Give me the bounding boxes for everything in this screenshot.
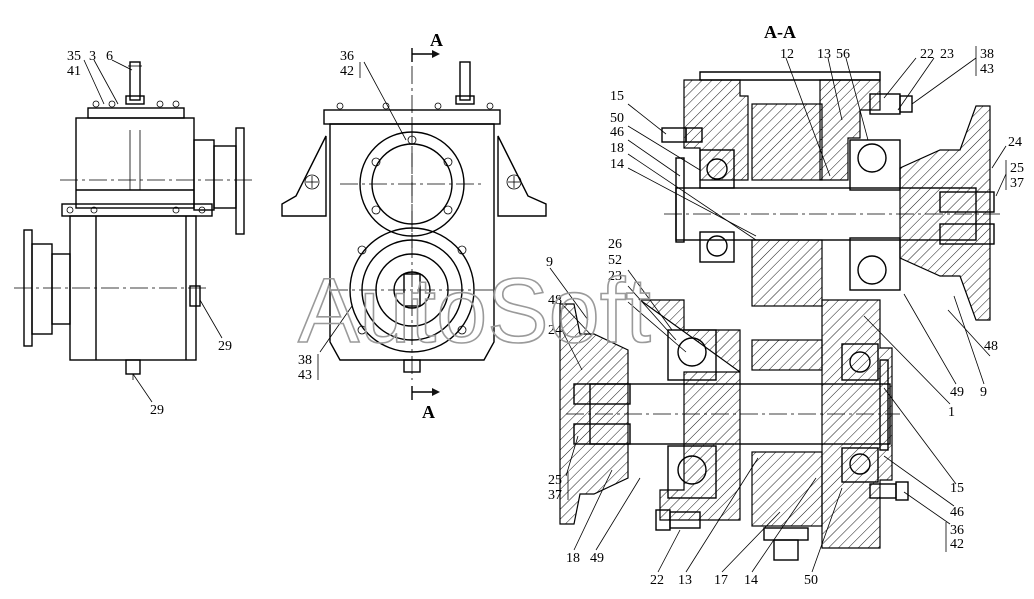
label-41: 41 — [67, 64, 81, 79]
label-18b: 18 — [566, 551, 580, 566]
label-50b: 50 — [804, 573, 818, 588]
label-38b: 38 — [980, 47, 994, 62]
label-24a: 24 — [1008, 135, 1022, 150]
label-23b: 23 — [608, 269, 622, 284]
label-50a: 50 — [610, 111, 624, 126]
label-52: 52 — [608, 253, 622, 268]
section-mark-bottom: A — [422, 402, 435, 422]
label-22a: 22 — [920, 47, 934, 62]
label-37a: 37 — [1010, 176, 1024, 191]
side-view — [14, 59, 252, 403]
label-24b: 24 — [548, 323, 562, 338]
label-25b: 25 — [548, 473, 562, 488]
label-17: 17 — [714, 573, 728, 588]
label-43b: 43 — [980, 62, 994, 77]
label-46b: 46 — [950, 505, 964, 520]
label-37b: 37 — [548, 488, 562, 503]
front-view — [281, 48, 547, 400]
label-49b: 49 — [590, 551, 604, 566]
label-48a: 48 — [548, 293, 562, 308]
label-56: 56 — [836, 47, 850, 62]
label-9b: 9 — [980, 385, 987, 400]
label-13a: 13 — [817, 47, 831, 62]
watermark: AutoSoft — [298, 260, 651, 362]
label-1: 1 — [948, 405, 955, 420]
label-36b: 36 — [950, 523, 964, 538]
label-15b: 15 — [950, 481, 964, 496]
label-38: 38 — [298, 353, 312, 368]
label-23a: 23 — [940, 47, 954, 62]
label-14a: 14 — [610, 157, 624, 172]
section-a-a-view — [549, 57, 1007, 573]
label-3: 3 — [89, 49, 96, 64]
label-36: 36 — [340, 49, 354, 64]
label-49a: 49 — [950, 385, 964, 400]
label-25a: 25 — [1010, 161, 1024, 176]
section-title: A-A — [764, 22, 796, 42]
section-mark-top: A — [430, 30, 443, 50]
callout-labels: 35 41 3 6 29 29 A A 36 42 38 43 A-A 12 1… — [67, 22, 1024, 588]
label-29a: 29 — [218, 339, 232, 354]
label-35: 35 — [67, 49, 81, 64]
label-18a: 18 — [610, 141, 624, 156]
label-42b: 42 — [950, 537, 964, 552]
label-9a: 9 — [546, 255, 553, 270]
label-42: 42 — [340, 64, 354, 79]
label-6: 6 — [106, 49, 113, 64]
label-22b: 22 — [650, 573, 664, 588]
label-46a: 46 — [610, 125, 624, 140]
label-13b: 13 — [678, 573, 692, 588]
label-29b: 29 — [150, 403, 164, 418]
label-43: 43 — [298, 368, 312, 383]
label-12: 12 — [780, 47, 794, 62]
label-48b: 48 — [984, 339, 998, 354]
label-14b: 14 — [744, 573, 758, 588]
label-26: 26 — [608, 237, 622, 252]
label-15a: 15 — [610, 89, 624, 104]
